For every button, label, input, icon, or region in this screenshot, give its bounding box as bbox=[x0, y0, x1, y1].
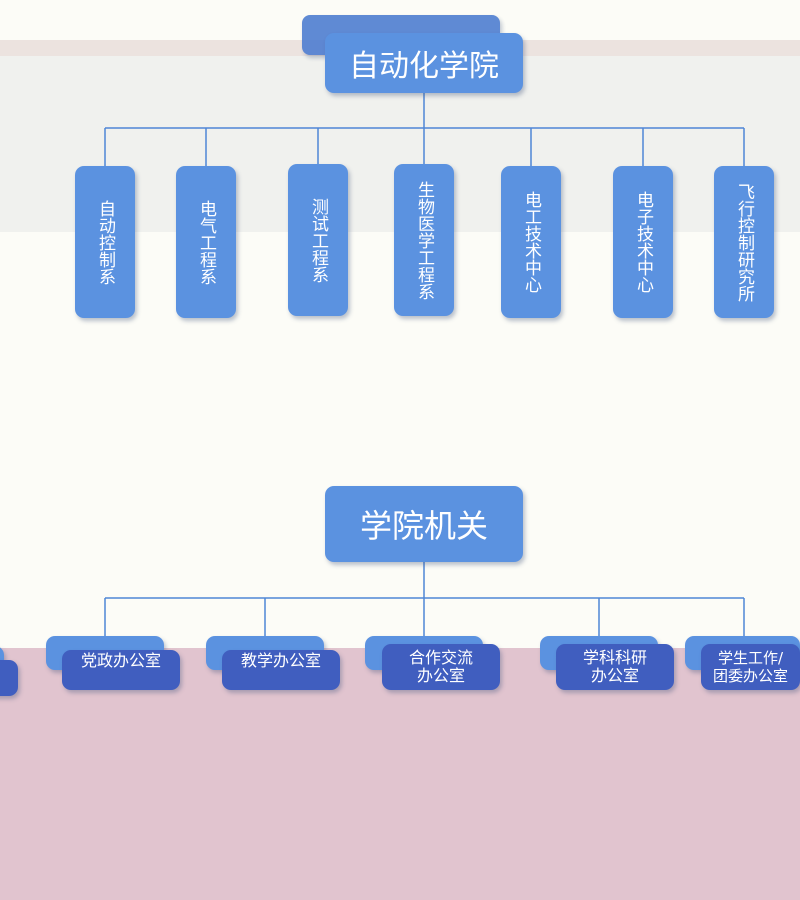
college-title-box: 自动化学院 bbox=[325, 33, 523, 93]
dept-label: 自动控制系 bbox=[95, 199, 115, 285]
office-label-line2: 办公室 bbox=[590, 666, 639, 685]
office-box: 党政办公室 bbox=[62, 650, 180, 690]
dept-box: 自动控制系 bbox=[75, 166, 135, 318]
office-box: 学科科研 办公室 bbox=[556, 644, 674, 690]
dept-box: 电子技术中心 bbox=[613, 166, 673, 318]
office-label-line1: 合作交流 bbox=[408, 648, 473, 667]
dept-label: 电工技术中心 bbox=[521, 191, 541, 293]
college-title: 自动化学院 bbox=[349, 49, 499, 84]
dept-box: 飞行控制研究所 bbox=[714, 166, 774, 318]
dept-label: 飞行控制研究所 bbox=[734, 182, 754, 302]
background-band-lower bbox=[0, 648, 800, 900]
office-label-line2: 团委办公室 bbox=[712, 667, 788, 685]
offices-title-box: 学院机关 bbox=[325, 486, 523, 562]
office-box: 教学办公室 bbox=[222, 650, 340, 690]
dept-box: 生物医学工程系 bbox=[394, 164, 454, 316]
offices-title: 学院机关 bbox=[359, 507, 488, 545]
dept-label: 电气工程系 bbox=[196, 199, 216, 285]
office-label-line1: 学科科研 bbox=[582, 648, 647, 667]
dept-label: 测试工程系 bbox=[308, 197, 328, 283]
dept-box: 电工技术中心 bbox=[501, 166, 561, 318]
office-label-line1: 党政办公室 bbox=[80, 651, 161, 670]
dept-label: 电子技术中心 bbox=[633, 191, 653, 293]
office-label-line1: 学生工作/ bbox=[717, 649, 784, 667]
office-label-line1: 教学办公室 bbox=[240, 651, 321, 670]
office-box: 合作交流 办公室 bbox=[382, 644, 500, 690]
office-box: 学生工作/ 团委办公室 bbox=[701, 644, 800, 690]
dept-box: 测试工程系 bbox=[288, 164, 348, 316]
office-label-line2: 办公室 bbox=[416, 666, 465, 685]
dept-box: 电气工程系 bbox=[176, 166, 236, 318]
office-box-partial-shadow bbox=[0, 660, 18, 696]
dept-label: 生物医学工程系 bbox=[414, 180, 434, 300]
